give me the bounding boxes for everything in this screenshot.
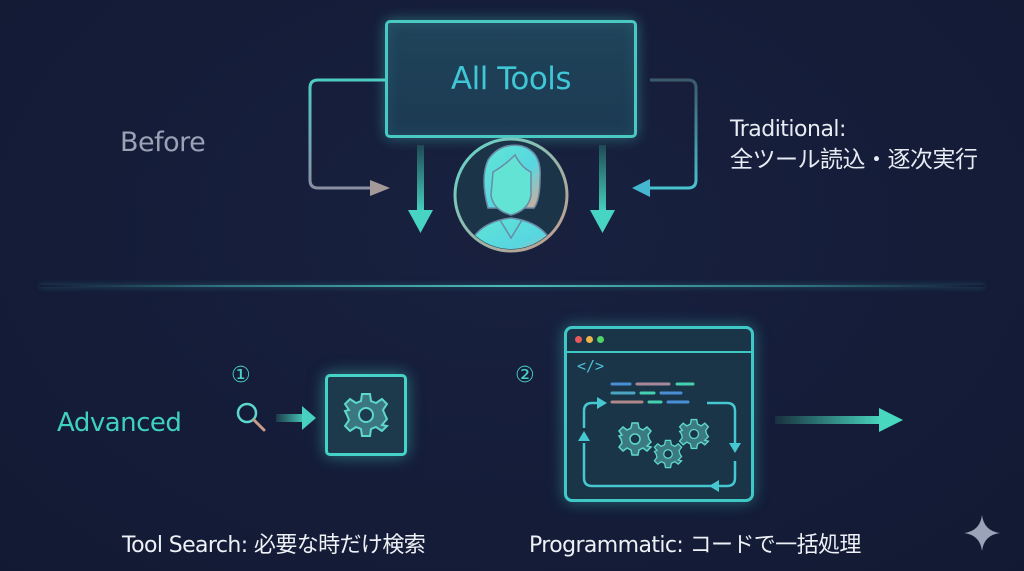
before-label: Before: [120, 127, 206, 158]
output-arrow-icon: [775, 408, 903, 432]
loop-arrow-left-icon: [308, 78, 390, 196]
sparkle-icon: [964, 515, 1000, 551]
before-flow-diagram: [308, 78, 698, 253]
traditional-detail: 全ツール読込・逐次実行: [730, 147, 978, 173]
step-2-number: ②: [515, 363, 535, 388]
right-arrow-icon: [276, 406, 316, 430]
user-avatar-icon: [453, 137, 569, 253]
down-arrow-icon: [408, 145, 433, 233]
cycle-arrows-icon: [582, 401, 737, 488]
search-icon: [236, 402, 266, 432]
window-close-dot: [575, 336, 582, 343]
step-1-number: ①: [231, 363, 251, 388]
tool-search-caption: Tool Search: 必要な時だけ検索: [122, 533, 426, 558]
all-tools-title: All Tools: [450, 61, 572, 97]
all-tools-box: All Tools: [385, 20, 637, 138]
traditional-title: Traditional:: [730, 117, 846, 142]
section-divider: [40, 285, 984, 287]
gears-icon: [617, 418, 710, 469]
tool-gear-box: [325, 374, 407, 456]
programmatic-caption: Programmatic: コードで一括処理: [529, 533, 861, 558]
loop-arrow-right-icon: [632, 78, 698, 197]
window-minimize-dot: [586, 336, 593, 343]
down-arrow-icon: [590, 145, 615, 233]
search-to-gear-flow: [236, 402, 316, 432]
code-tag-icon: </>: [577, 357, 605, 375]
advanced-label: Advanced: [57, 408, 182, 438]
gear-icon: [343, 393, 390, 437]
code-and-gears-graphic: [578, 382, 741, 492]
code-window: </>: [564, 326, 754, 502]
traditional-description: Traditional: 全ツール読込・逐次実行: [730, 115, 978, 175]
window-maximize-dot: [597, 336, 604, 343]
window-title-bar: [567, 351, 751, 353]
